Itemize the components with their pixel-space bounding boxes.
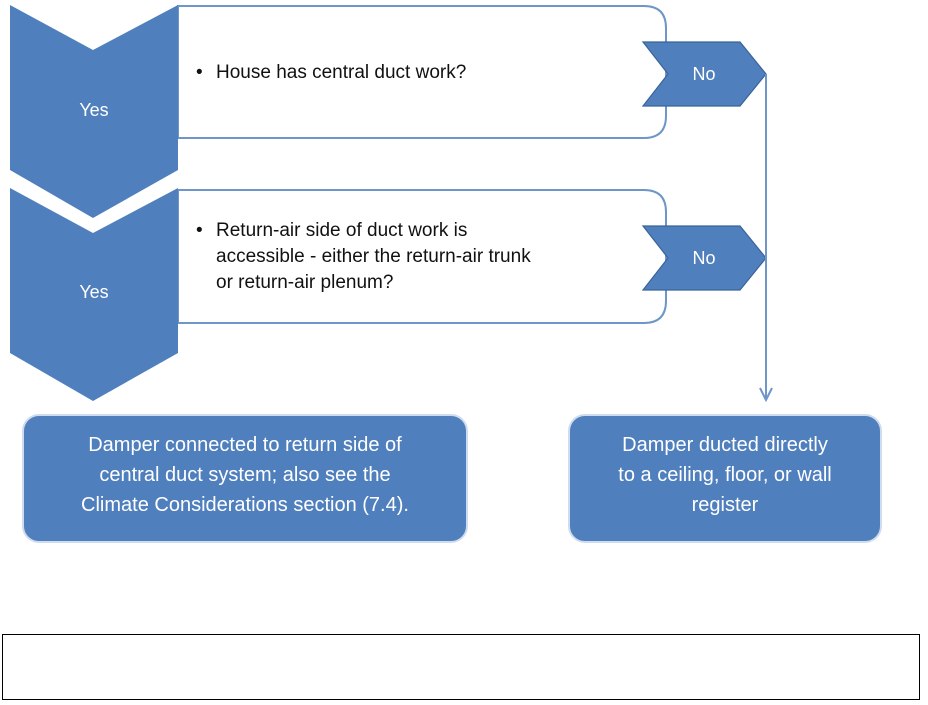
question-line-1-1: House has central duct work? [216, 62, 466, 83]
question-bullet-2: • [196, 220, 203, 241]
outcome-no-box [568, 414, 882, 543]
question-box-1 [177, 5, 667, 139]
question-bullet-1: • [196, 62, 203, 83]
decision-1: Yes • House has central duct work? No [10, 5, 767, 218]
no-connector-arrowhead [759, 387, 773, 403]
yes-label-1: Yes [79, 100, 108, 120]
question-line-2-2: accessible - either the return-air trunk [216, 246, 531, 267]
outcome-no-line-3: register [692, 494, 759, 516]
outcome-yes-line-2: central duct system; also see the [99, 464, 390, 486]
no-arrow-2 [641, 225, 767, 291]
yes-chevron-1 [10, 5, 178, 218]
question-line-2-1: Return-air side of duct work is [216, 220, 467, 241]
no-label-1: No [692, 64, 715, 84]
yes-label-2: Yes [79, 282, 108, 302]
outcome-no-line-1: Damper ducted directly [622, 434, 828, 456]
outcome-yes-line-1: Damper connected to return side of [88, 434, 402, 456]
yes-chevron-2 [10, 188, 178, 401]
question-box-2 [177, 189, 667, 324]
caption-box [2, 634, 920, 700]
outcome-yes-line-3: Climate Considerations section (7.4). [81, 494, 409, 516]
outcome-no-line-2: to a ceiling, floor, or wall [618, 464, 831, 486]
outcome-no: Damper ducted directly to a ceiling, flo… [568, 414, 882, 543]
outcome-yes: Damper connected to return side of centr… [22, 414, 468, 543]
no-label-2: No [692, 248, 715, 268]
decision-2: Yes • Return-air side of duct work is ac… [10, 188, 767, 401]
no-arrow-1 [641, 41, 767, 107]
no-connector [759, 74, 773, 403]
outcome-yes-box [22, 414, 468, 543]
question-line-2-3: or return-air plenum? [216, 272, 393, 293]
